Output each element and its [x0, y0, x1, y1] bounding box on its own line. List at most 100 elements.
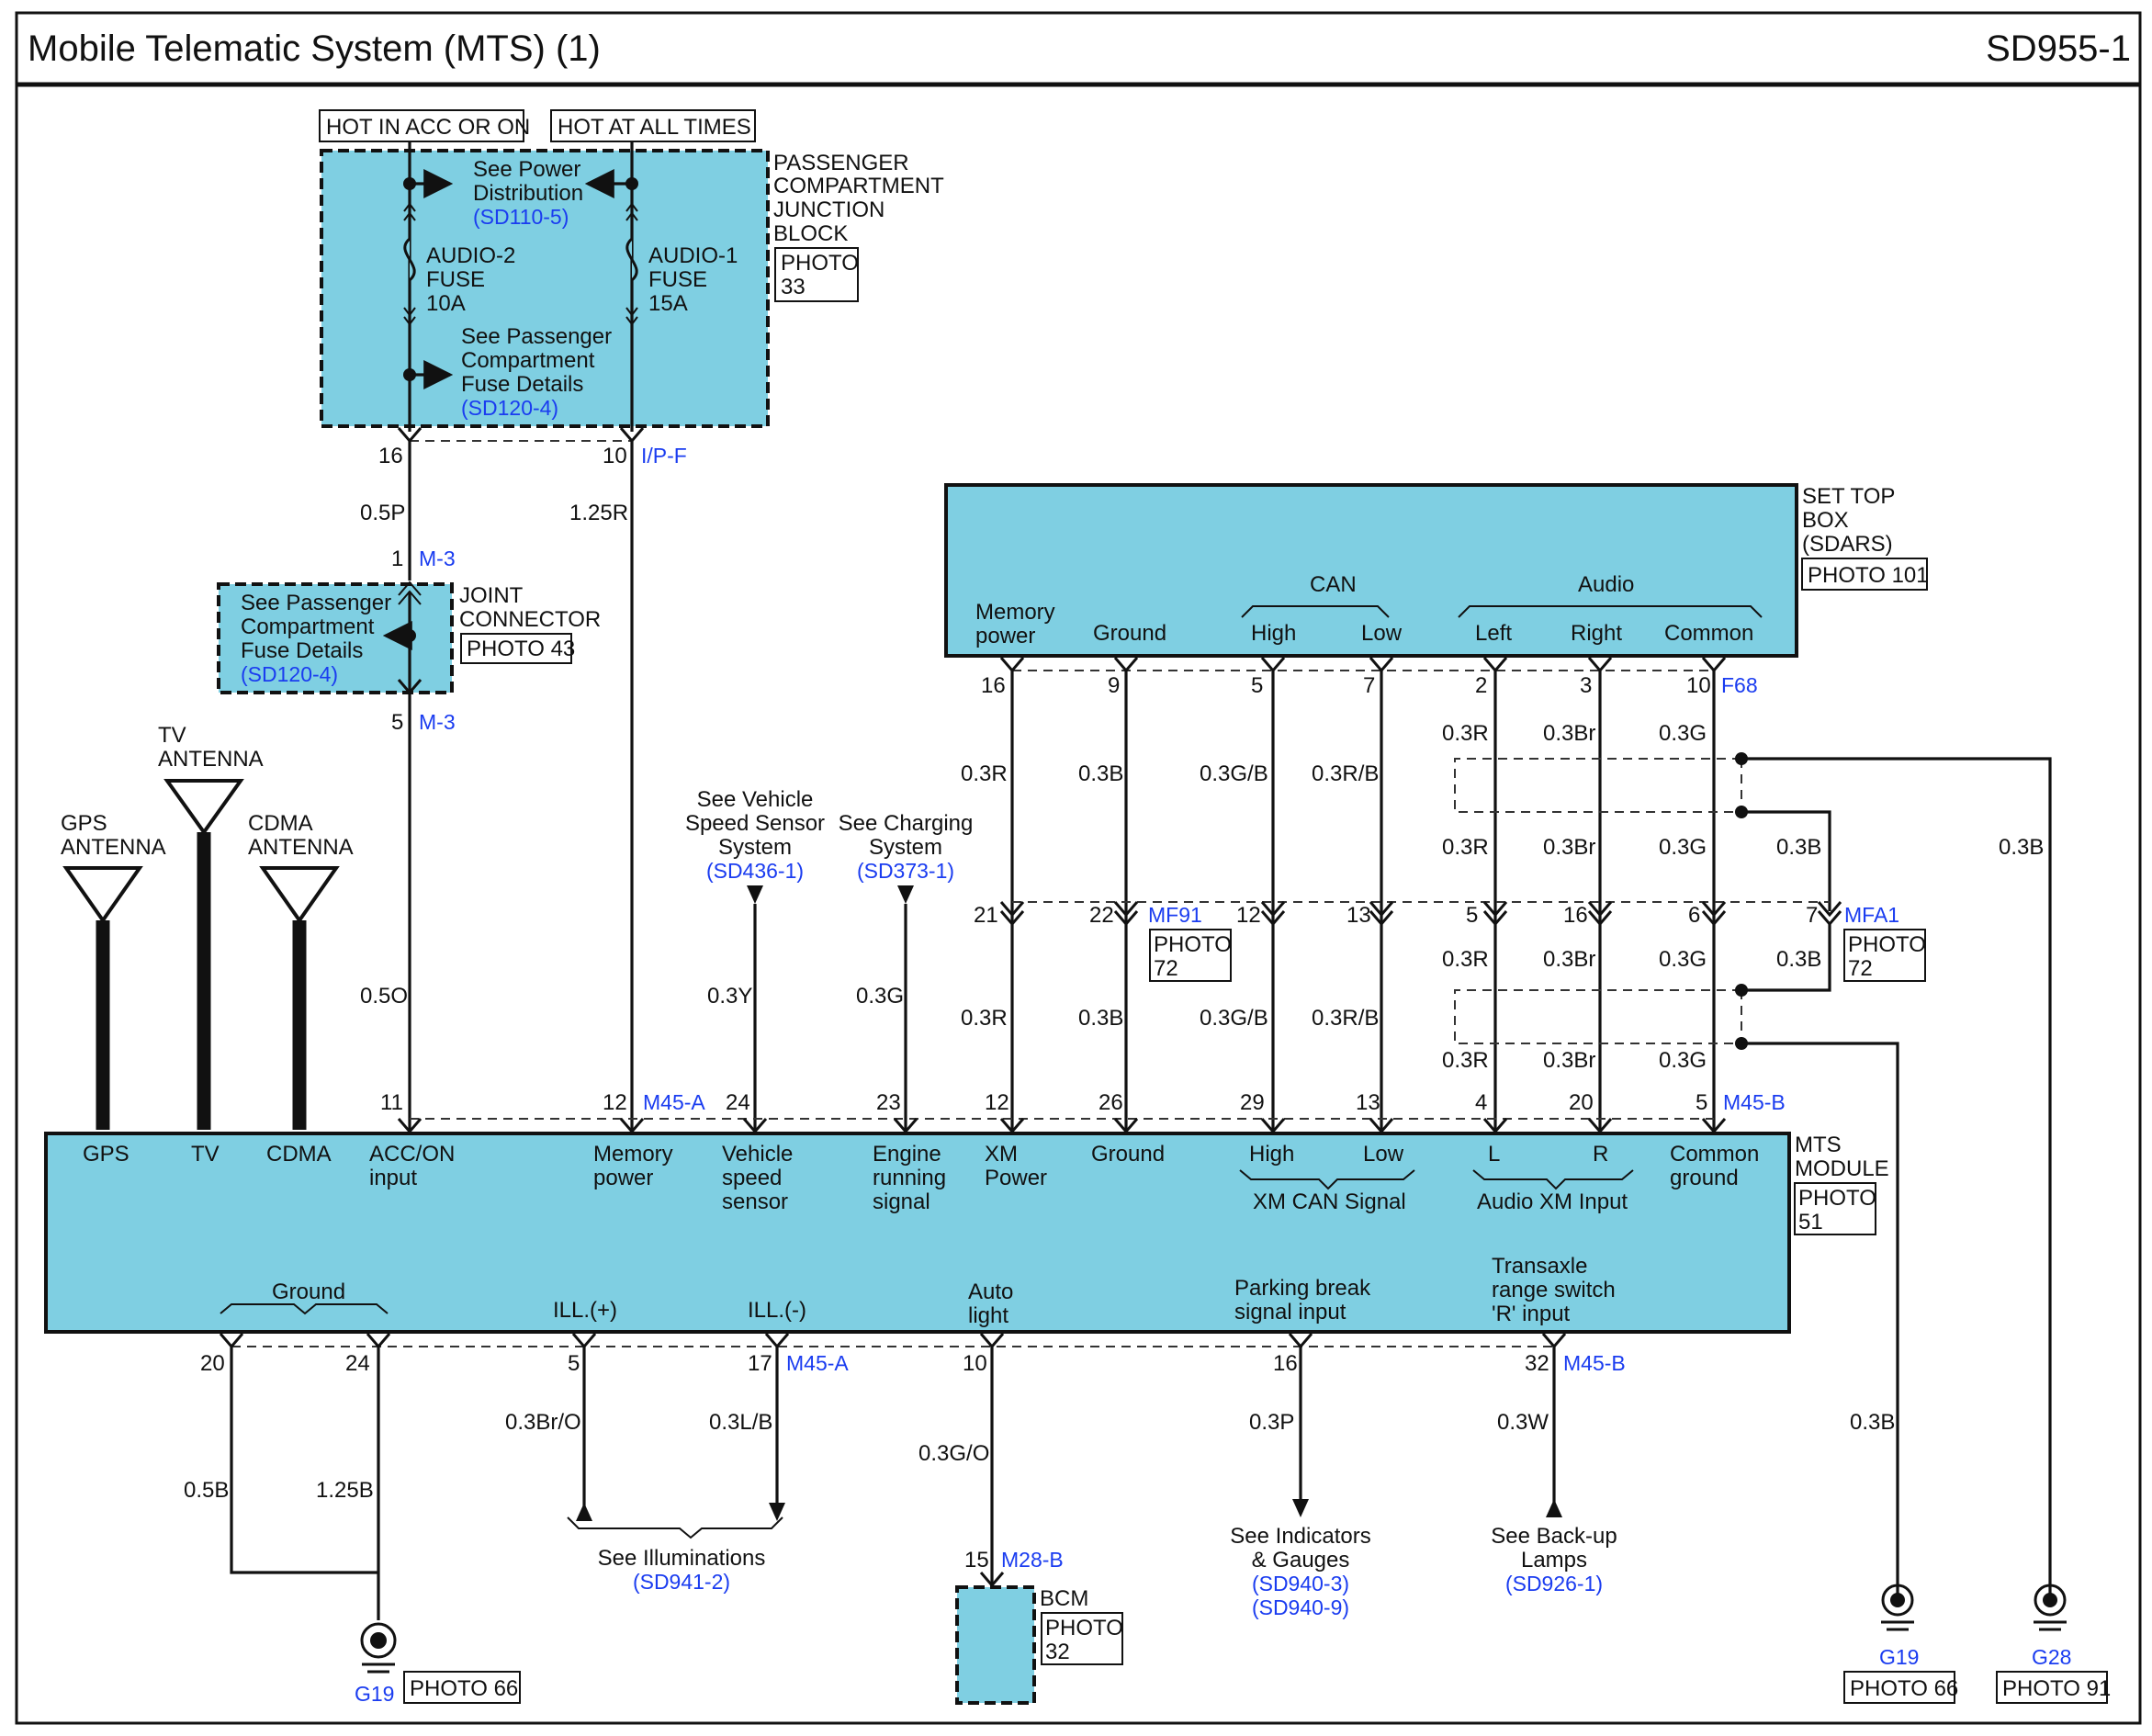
- svg-text:CDMA: CDMA: [248, 811, 313, 836]
- svg-text:SET TOP: SET TOP: [1802, 484, 1895, 509]
- vss-ref[interactable]: (SD436-1): [706, 859, 804, 883]
- svg-text:GPS: GPS: [61, 811, 107, 836]
- svg-text:Speed Sensor: Speed Sensor: [685, 811, 825, 836]
- svg-text:JOINT: JOINT: [459, 583, 524, 608]
- svg-text:21: 21: [974, 903, 998, 928]
- svg-text:0.3R: 0.3R: [1442, 835, 1489, 860]
- illum-ref[interactable]: (SD941-2): [633, 1570, 730, 1594]
- svg-text:33: 33: [781, 275, 806, 299]
- svg-text:20: 20: [200, 1351, 225, 1376]
- svg-text:AUDIO-2: AUDIO-2: [426, 243, 515, 268]
- svg-text:29: 29: [1240, 1090, 1265, 1115]
- svg-text:System: System: [718, 835, 792, 860]
- svg-text:Low: Low: [1363, 1142, 1404, 1167]
- svg-text:0.3G/B: 0.3G/B: [1200, 761, 1268, 786]
- svg-text:Lamps: Lamps: [1521, 1548, 1587, 1573]
- svg-text:0.3R: 0.3R: [961, 1006, 1008, 1031]
- svg-text:13: 13: [1346, 903, 1371, 928]
- joint-fuse-ref[interactable]: (SD120-4): [241, 662, 338, 686]
- svg-text:0.3B: 0.3B: [1776, 947, 1821, 972]
- svg-text:13: 13: [1356, 1090, 1380, 1115]
- svg-text:GPS: GPS: [83, 1142, 130, 1167]
- svg-text:speed: speed: [722, 1166, 782, 1190]
- svg-text:input: input: [369, 1166, 417, 1190]
- svg-text:See Passenger: See Passenger: [241, 591, 391, 615]
- tv-antenna-icon: [163, 779, 244, 1130]
- svg-text:0.3R: 0.3R: [1442, 947, 1489, 972]
- svg-text:7: 7: [1363, 673, 1375, 698]
- svg-text:16: 16: [378, 444, 403, 468]
- svg-text:M45-B: M45-B: [1563, 1351, 1626, 1375]
- svg-text:FUSE: FUSE: [648, 267, 707, 292]
- svg-text:PHOTO: PHOTO: [1798, 1186, 1876, 1211]
- svg-text:24: 24: [345, 1351, 370, 1376]
- indicator-ref-1[interactable]: (SD940-3): [1252, 1572, 1349, 1595]
- svg-text:BCM: BCM: [1040, 1586, 1088, 1611]
- svg-text:ACC/ON: ACC/ON: [369, 1142, 455, 1167]
- svg-text:0.3B: 0.3B: [1850, 1410, 1895, 1435]
- svg-text:5: 5: [1696, 1090, 1707, 1115]
- svg-text:16: 16: [1273, 1351, 1298, 1376]
- svg-text:See Indicators: See Indicators: [1230, 1524, 1370, 1549]
- svg-text:See Passenger: See Passenger: [461, 324, 612, 349]
- svg-text:5: 5: [1466, 903, 1478, 928]
- svg-text:PHOTO: PHOTO: [1848, 932, 1926, 957]
- svg-text:'R' input: 'R' input: [1492, 1302, 1571, 1326]
- ground-g28-icon: [2034, 1584, 2067, 1631]
- svg-text:CONNECTOR: CONNECTOR: [459, 607, 601, 632]
- svg-text:XM: XM: [985, 1142, 1018, 1167]
- svg-text:Auto: Auto: [968, 1279, 1013, 1304]
- svg-text:& Gauges: & Gauges: [1252, 1548, 1350, 1573]
- svg-text:10A: 10A: [426, 291, 466, 316]
- svg-text:High: High: [1251, 621, 1296, 646]
- svg-text:MF91: MF91: [1148, 903, 1202, 927]
- svg-text:0.3P: 0.3P: [1249, 1410, 1294, 1435]
- svg-text:0.3L/B: 0.3L/B: [709, 1410, 772, 1435]
- svg-text:Distribution: Distribution: [473, 181, 583, 206]
- svg-text:ANTENNA: ANTENNA: [248, 835, 354, 860]
- svg-text:24: 24: [726, 1090, 750, 1115]
- svg-text:Fuse Details: Fuse Details: [241, 638, 363, 663]
- svg-text:Engine: Engine: [873, 1142, 941, 1167]
- svg-text:1.25R: 1.25R: [569, 501, 628, 525]
- svg-text:0.3B: 0.3B: [1999, 835, 2044, 860]
- svg-text:G28: G28: [2032, 1645, 2071, 1669]
- svg-text:ground: ground: [1670, 1166, 1739, 1190]
- svg-text:Ground: Ground: [272, 1279, 345, 1304]
- svg-text:AUDIO-1: AUDIO-1: [648, 243, 738, 268]
- junction-block-name: PASSENGER COMPARTMENT JUNCTION BLOCK: [773, 151, 944, 246]
- svg-text:PHOTO: PHOTO: [1045, 1616, 1123, 1640]
- svg-text:0.3B: 0.3B: [1078, 1006, 1123, 1031]
- svg-text:FUSE: FUSE: [426, 267, 485, 292]
- charging-ref[interactable]: (SD373-1): [857, 859, 954, 883]
- svg-text:0.3Br: 0.3Br: [1543, 835, 1595, 860]
- backup-ref[interactable]: (SD926-1): [1505, 1572, 1603, 1595]
- svg-text:ILL.(+): ILL.(+): [553, 1298, 617, 1323]
- svg-text:power: power: [593, 1166, 653, 1190]
- svg-text:ANTENNA: ANTENNA: [158, 747, 264, 772]
- svg-text:11: 11: [380, 1090, 403, 1115]
- svg-text:0.3W: 0.3W: [1497, 1410, 1549, 1435]
- svg-text:16: 16: [981, 673, 1006, 698]
- svg-text:R: R: [1593, 1142, 1608, 1167]
- svg-text:5: 5: [391, 710, 403, 735]
- audio1-fuse-icon: [625, 237, 638, 282]
- svg-text:JUNCTION: JUNCTION: [773, 197, 884, 222]
- svg-text:Transaxle: Transaxle: [1492, 1254, 1587, 1279]
- fuse-details-ref[interactable]: (SD120-4): [461, 396, 558, 420]
- ground-g19-icon: [360, 1622, 397, 1674]
- svg-text:17: 17: [748, 1351, 772, 1376]
- power-dist-ref[interactable]: (SD110-5): [473, 205, 569, 229]
- svg-text:12: 12: [1236, 903, 1261, 928]
- svg-text:0.3G: 0.3G: [1659, 721, 1707, 746]
- svg-text:4: 4: [1475, 1090, 1487, 1115]
- svg-text:L: L: [1488, 1142, 1500, 1167]
- svg-text:0.3B: 0.3B: [1776, 835, 1821, 860]
- svg-text:0.3R: 0.3R: [1442, 721, 1489, 746]
- svg-text:7: 7: [1806, 903, 1818, 928]
- svg-text:TV: TV: [191, 1142, 220, 1167]
- svg-text:MTS: MTS: [1795, 1133, 1842, 1157]
- svg-text:0.3G: 0.3G: [1659, 835, 1707, 860]
- indicator-ref-2[interactable]: (SD940-9): [1252, 1595, 1349, 1619]
- set-top-box: [944, 483, 1798, 658]
